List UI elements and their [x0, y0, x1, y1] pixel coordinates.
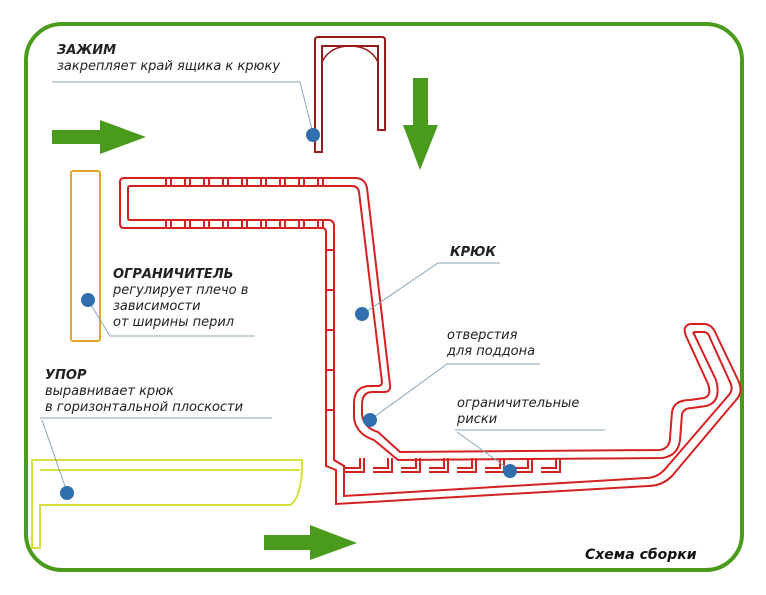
arrow-down-icon [403, 78, 438, 170]
marker-holes[interactable] [363, 413, 377, 427]
marker-limiter[interactable] [81, 293, 95, 307]
label-hook: КРЮК [450, 245, 496, 261]
label-marks: ограничительные риски [457, 396, 579, 428]
hook-part [119, 177, 742, 506]
label-limiter-line2: зависимости [113, 299, 201, 314]
restriction-mark [429, 458, 449, 473]
clamp-part [314, 36, 386, 153]
leader-stop-diag [41, 419, 68, 493]
label-clamp-title: ЗАЖИМ [57, 43, 117, 58]
label-stop-line1: выравнивает крюк [45, 384, 174, 399]
leader-holes [369, 363, 540, 421]
limiter-part [70, 170, 101, 342]
label-holes-line1: отверстия [447, 328, 518, 343]
label-clamp: ЗАЖИМ закрепляет край ящика к крюку [57, 43, 280, 75]
marker-stop[interactable] [60, 486, 74, 500]
restriction-mark [401, 458, 421, 473]
leader-marks-diag [456, 431, 511, 471]
arrow-right-icon [264, 525, 357, 560]
marker-marks[interactable] [503, 464, 517, 478]
marker-hook[interactable] [355, 307, 369, 321]
leader-lines [40, 81, 605, 493]
restriction-mark [513, 458, 533, 473]
restriction-marks [345, 458, 561, 473]
label-marks-line2: риски [457, 412, 498, 427]
leader-clamp [52, 81, 314, 134]
label-marks-line1: ограничительные [457, 396, 580, 411]
label-limiter-title: ОГРАНИЧИТЕЛЬ [113, 267, 234, 282]
restriction-mark [457, 458, 477, 473]
label-stop-title: УПОР [45, 368, 87, 383]
leader-limiter [87, 299, 255, 337]
hook-perforations [165, 178, 334, 411]
label-hook-title: КРЮК [450, 245, 497, 260]
label-holes-line2: для поддона [447, 344, 536, 359]
label-holes: отверстия для поддона [447, 328, 535, 360]
arrow-right-icon [52, 120, 146, 154]
restriction-mark [373, 458, 393, 473]
label-stop-line2: в горизонтальной плоскости [45, 400, 244, 415]
label-limiter-line3: от ширины перил [113, 315, 235, 330]
leader-hook [362, 262, 500, 315]
label-stop: УПОР выравнивает крюк в горизонтальной п… [45, 368, 243, 416]
diagram-frame [24, 22, 744, 572]
marker-clamp[interactable] [306, 128, 320, 142]
restriction-mark [345, 458, 365, 473]
restriction-mark [541, 458, 561, 473]
label-limiter-line1: регулирует плечо в [113, 283, 249, 298]
diagram-caption: Схема сборки [585, 547, 697, 563]
label-limiter: ОГРАНИЧИТЕЛЬ регулирует плечо в зависимо… [113, 267, 248, 331]
label-clamp-desc: закрепляет край ящика к крюку [57, 59, 281, 74]
stop-part [31, 459, 303, 549]
